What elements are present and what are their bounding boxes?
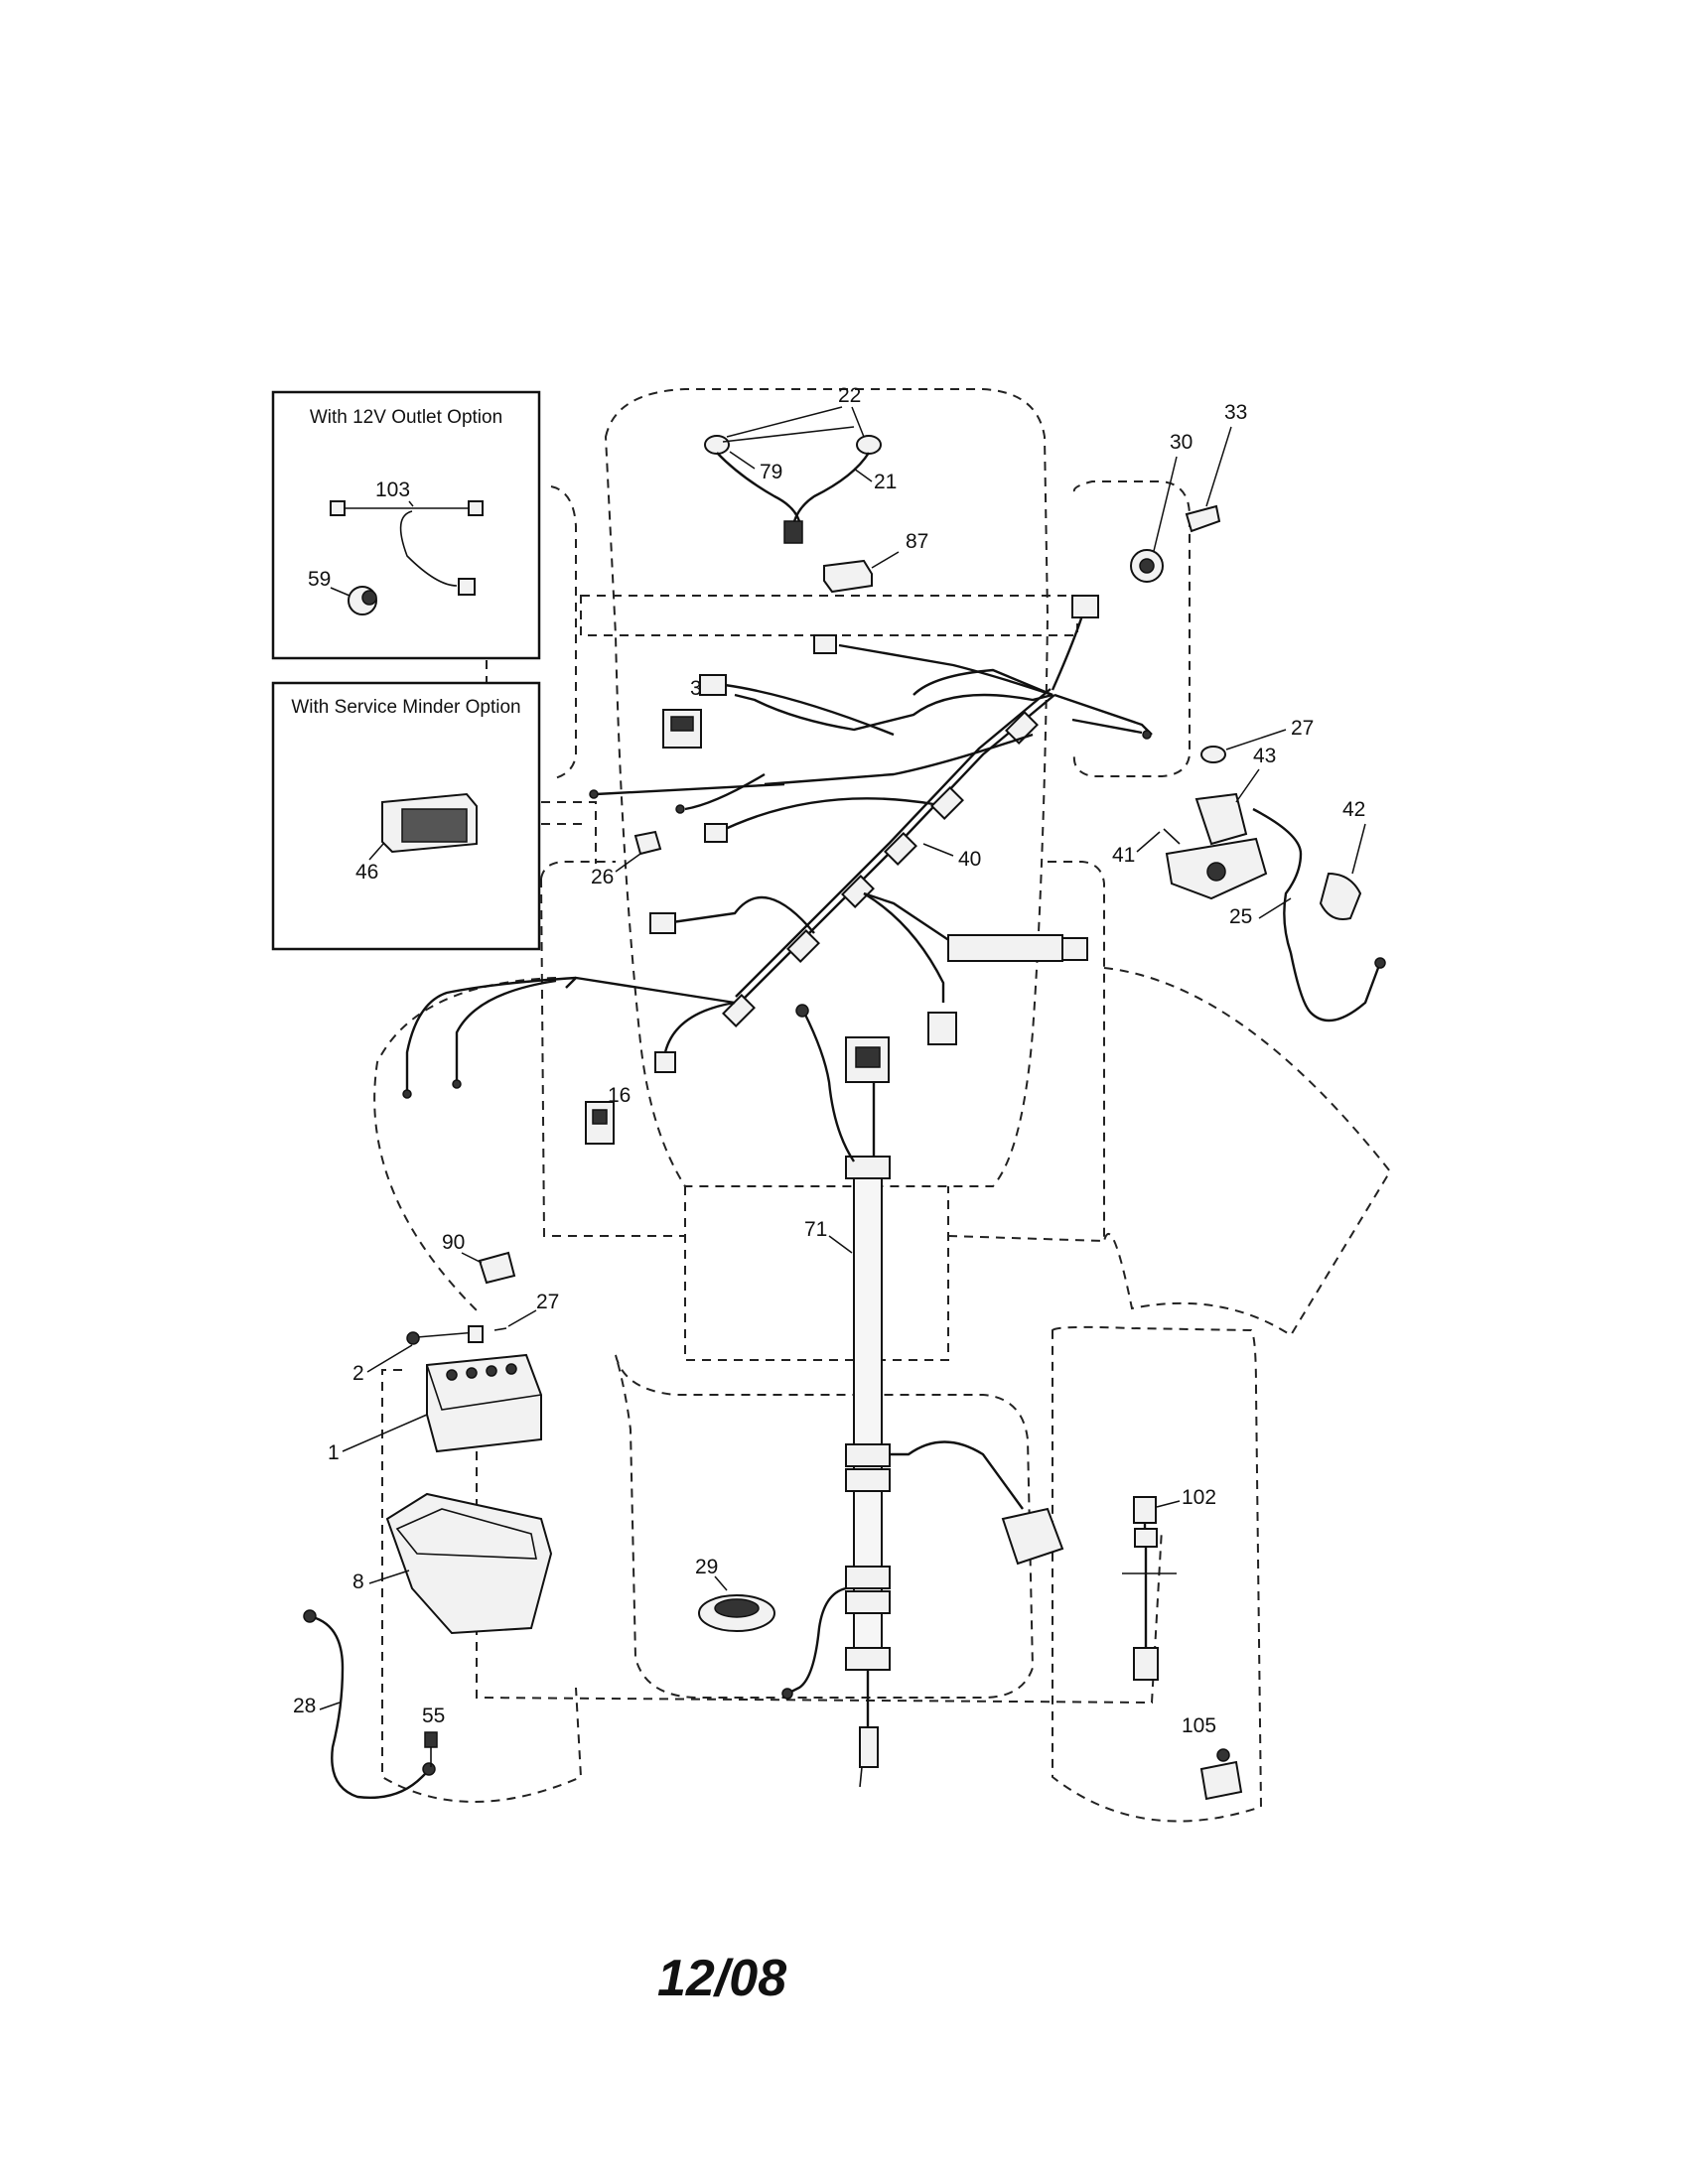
label-27a: 27	[1291, 717, 1314, 740]
headlight-harness: 22 79 21	[704, 384, 897, 544]
label-103: 103	[375, 478, 410, 501]
label-46: 46	[355, 861, 378, 884]
label-30: 30	[1170, 431, 1193, 454]
solenoid-assembly: 27 43 41 42 25	[1112, 717, 1386, 1023]
harness-40: 40	[565, 595, 1153, 1073]
label-42: 42	[1342, 798, 1365, 821]
inset-minder-title: With Service Minder Option	[291, 697, 520, 718]
part-28-cable: 28	[293, 1609, 436, 1799]
part-87-relay: 87	[823, 530, 928, 594]
inset-outlet-title: With 12V Outlet Option	[310, 407, 502, 428]
label-2: 2	[352, 1362, 364, 1385]
label-33: 33	[1224, 401, 1247, 424]
part-90-relay: 90	[442, 1231, 516, 1285]
part-26-clip: 26	[591, 830, 662, 888]
harness-71: 71	[781, 1004, 1064, 1788]
seat-wires	[402, 976, 577, 1099]
part-102-harness: 102	[1122, 1486, 1216, 1681]
label-25: 25	[1229, 905, 1252, 928]
label-28: 28	[293, 1695, 316, 1717]
label-41: 41	[1112, 844, 1135, 867]
part-105-switch: 105	[1182, 1714, 1243, 1801]
label-87: 87	[906, 530, 928, 553]
part-29-disc: 29	[695, 1556, 775, 1632]
label-59: 59	[308, 568, 331, 591]
part-33-switch: 33	[1185, 401, 1247, 533]
label-79: 79	[760, 461, 782, 483]
label-55: 55	[422, 1705, 445, 1727]
label-105: 105	[1182, 1714, 1216, 1737]
battery-assembly: 2 1 27	[328, 1291, 559, 1464]
label-27b: 27	[536, 1291, 559, 1313]
label-102: 102	[1182, 1486, 1216, 1509]
label-22: 22	[838, 384, 861, 407]
label-26: 26	[591, 866, 614, 888]
inset-12v-outlet: With 12V Outlet Option 103 59	[271, 390, 541, 660]
label-1: 1	[328, 1441, 340, 1464]
label-40: 40	[958, 848, 981, 871]
part-8-tray: 8	[352, 1492, 553, 1635]
label-71: 71	[804, 1218, 827, 1241]
label-29: 29	[695, 1556, 718, 1578]
revision-date: 12/08	[657, 1950, 786, 2007]
label-43: 43	[1253, 745, 1276, 767]
tractor-outline	[373, 388, 1392, 1823]
label-21: 21	[874, 471, 897, 493]
label-16: 16	[608, 1084, 631, 1107]
label-90: 90	[442, 1231, 465, 1254]
part-30-ignition: 30	[1130, 431, 1193, 583]
label-8: 8	[352, 1570, 364, 1593]
part-55-bolt: 55	[422, 1705, 445, 1767]
inset-service-minder: With Service Minder Option 46	[271, 681, 541, 951]
part-16-switch: 16	[585, 1084, 631, 1145]
